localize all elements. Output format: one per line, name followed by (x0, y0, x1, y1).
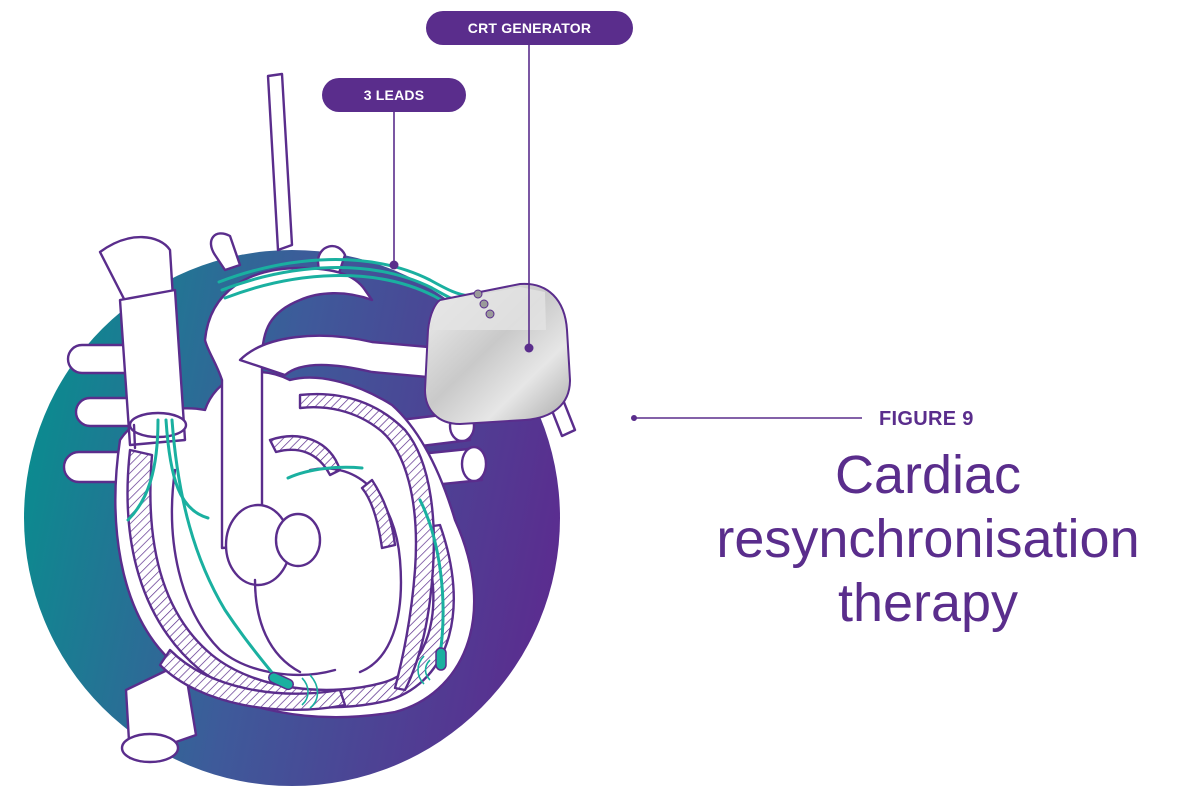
crt-generator-device (425, 284, 570, 424)
figure-title-line: Cardiac (690, 443, 1166, 507)
figure-title: Cardiac resynchronisation therapy (690, 443, 1166, 635)
figure-number: FIGURE 9 (879, 408, 974, 431)
figure-title-line: therapy (690, 571, 1166, 635)
figure-title-line: resynchronisation (690, 507, 1166, 571)
crt-generator-label: CRT GENERATOR (426, 11, 633, 45)
leads-label: 3 LEADS (322, 78, 466, 112)
